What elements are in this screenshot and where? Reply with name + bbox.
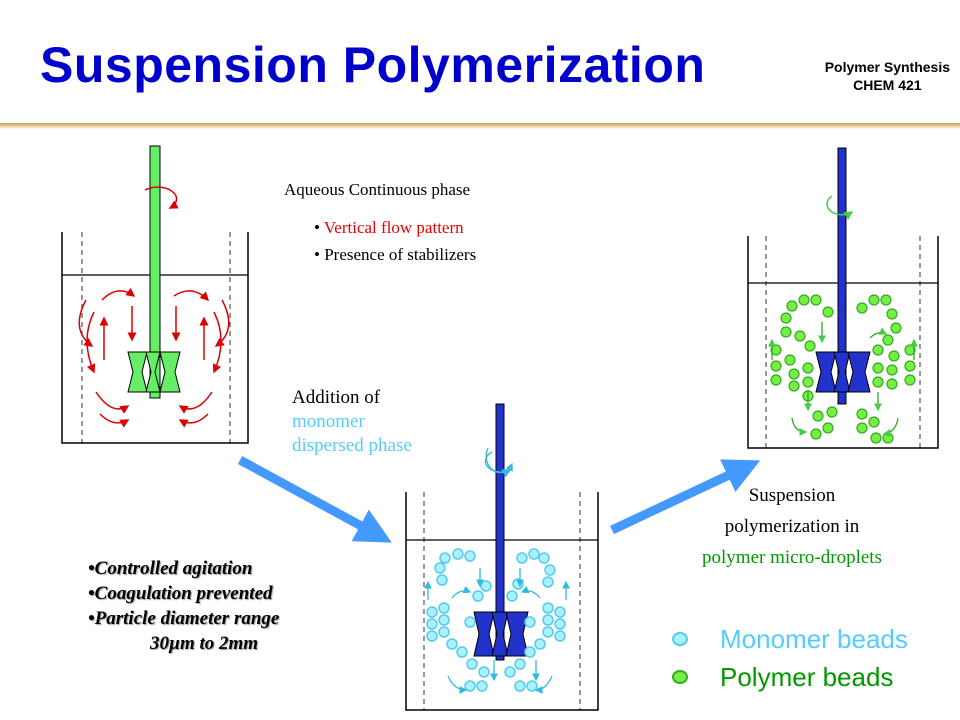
result-line1: Suspension xyxy=(748,485,836,506)
stirrer-blue xyxy=(815,147,871,405)
legend-monomer-label: Monomer beads xyxy=(720,624,908,654)
result-label: Suspension polymerization in polymer mic… xyxy=(652,480,932,573)
phase-label: Aqueous Continuous phase xyxy=(284,180,471,199)
process-arrow-icon xyxy=(610,459,761,535)
condition-diameter: Particle diameter range xyxy=(88,606,280,631)
flow-arrow-icon xyxy=(424,568,570,694)
course-label: Polymer Synthesis CHEM 421 xyxy=(825,58,950,94)
legend-polymer: Polymer beads xyxy=(672,658,908,696)
condition-coagulation: Coagulation prevented xyxy=(88,581,279,606)
course-code: CHEM 421 xyxy=(853,77,922,93)
result-line2: polymerization in xyxy=(724,516,860,537)
stirrer-blue xyxy=(473,403,529,661)
polymer-beads xyxy=(770,294,916,444)
addition-label: Addition of monomer dispersed phase xyxy=(292,386,412,458)
flow-arrow-icon xyxy=(78,287,230,428)
rotation-arrow-icon xyxy=(826,195,854,220)
rotation-arrow-icon xyxy=(144,186,179,209)
rotation-arrow-icon xyxy=(485,447,513,474)
header-divider xyxy=(0,123,960,129)
result-line3: polymer micro-droplets xyxy=(702,547,882,568)
addition-line3: dispersed phase xyxy=(292,435,412,456)
conditions-list: Controlled agitation Coagulation prevent… xyxy=(88,556,280,656)
addition-line1: Addition of xyxy=(292,387,381,408)
condition-agitation: Controlled agitation xyxy=(88,556,279,581)
condition-range: 30µm to 2mm xyxy=(150,633,259,654)
addition-line2: monomer xyxy=(292,411,365,432)
legend: Monomer beads Polymer beads xyxy=(672,620,908,696)
process-arrow-icon xyxy=(237,456,392,543)
bullet-flow-pattern: Vertical flow pattern xyxy=(314,214,476,241)
legend-polymer-label: Polymer beads xyxy=(720,662,894,692)
bead-icon xyxy=(672,670,688,684)
legend-monomer: Monomer beads xyxy=(672,620,908,658)
course-name: Polymer Synthesis xyxy=(824,59,950,75)
page-title: Suspension Polymerization xyxy=(40,37,706,93)
bead-icon xyxy=(672,632,688,646)
flow-arrow-icon xyxy=(768,322,918,437)
stirrer-green xyxy=(127,145,181,399)
bullet-stabilizers: Presence of stabilizers xyxy=(314,241,476,268)
phase-bullets: Vertical flow pattern Presence of stabil… xyxy=(314,214,476,268)
